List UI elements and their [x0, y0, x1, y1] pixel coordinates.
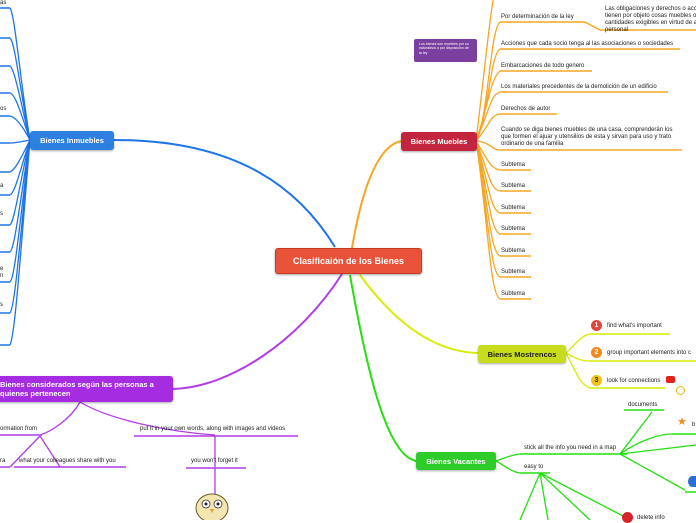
muebles-subtema-4[interactable]: Subtema	[501, 226, 526, 232]
delete-icon	[622, 512, 633, 523]
vacantes-underlines	[520, 409, 696, 493]
vacantes-connectors	[495, 411, 696, 520]
muebles-subtema-6[interactable]: Subtema	[501, 269, 526, 275]
muebles-subtema-2[interactable]: Subtema	[501, 183, 526, 189]
warning-icon	[676, 386, 685, 395]
muebles-subitem-obligaciones[interactable]: Las obligaciones y derechos o acciones q…	[605, 6, 696, 33]
muebles-item-materiales[interactable]: Los materiales precedentes de la demolic…	[501, 84, 657, 90]
globe-icon	[688, 476, 696, 487]
video-icon[interactable]	[666, 376, 675, 383]
personas-underlines	[0, 434, 298, 469]
inmuebles-cut-label-5[interactable]: e	[0, 266, 4, 272]
muebles-note: Los bienes son muebles por su naturaleza…	[414, 39, 477, 62]
inmuebles-cut-label-6[interactable]: n	[0, 273, 4, 279]
owl-illustration	[195, 493, 229, 520]
mostrencos-item-2[interactable]: group important elements into c	[607, 350, 692, 356]
inmuebles-underlines	[0, 7, 10, 346]
inmuebles-cut-label-2[interactable]: os	[0, 106, 7, 112]
connector-central-mostrencos	[359, 274, 479, 354]
muebles-connectors	[475, 0, 501, 300]
muebles-subtema-3[interactable]: Subtema	[501, 205, 526, 211]
mostrencos-underlines	[590, 333, 696, 389]
personas-item-information[interactable]: ormation from	[0, 426, 38, 432]
topic-bienes-muebles[interactable]: Bienes Muebles	[401, 132, 477, 151]
number-2-icon: 2	[591, 347, 602, 358]
muebles-subtema-7[interactable]: Subtema	[501, 291, 526, 297]
number-3-icon: 3	[591, 375, 602, 386]
central-topic[interactable]: Clasificaión de los Bienes	[275, 248, 422, 274]
mostrencos-connectors	[565, 333, 591, 389]
inmuebles-cut-label-1[interactable]: as	[0, 0, 7, 6]
personas-subitem-ra[interactable]: ra	[0, 458, 6, 464]
personas-connectors	[9, 401, 216, 494]
topic-bienes-mostrencos[interactable]: Bienes Mostrencos	[478, 345, 566, 363]
connector-central-inmuebles	[113, 139, 336, 248]
muebles-item-embarcaciones[interactable]: Embarcaciones de todo genero	[501, 63, 585, 69]
connector-central-personas	[171, 273, 343, 390]
personas-subitem-colleagues[interactable]: what your colleagues share with you	[19, 458, 116, 464]
topic-bienes-vacantes[interactable]: Bienes Vacantes	[416, 452, 496, 470]
vacantes-subitem-delete[interactable]: delete info	[637, 515, 665, 521]
vacantes-subitem-b[interactable]: b	[692, 422, 696, 428]
mostrencos-item-1[interactable]: find what's important	[607, 323, 662, 329]
topic-bienes-inmuebles[interactable]: Bienes Inmuebles	[30, 131, 114, 150]
inmuebles-connectors	[9, 7, 31, 346]
inmuebles-cut-label-3[interactable]: a	[0, 183, 4, 189]
vacantes-subitem-documents[interactable]: documents	[628, 402, 658, 408]
topic-bienes-personas[interactable]: Bienes considerados según las personas a…	[0, 376, 173, 402]
personas-subitem-wont-forget[interactable]: you won't forget it	[191, 458, 238, 464]
number-1-icon: 1	[591, 320, 602, 331]
muebles-underlines	[500, 21, 696, 300]
inmuebles-cut-label-7[interactable]: s	[0, 302, 3, 308]
muebles-item-ajuar[interactable]: Cuando se diga bienes muebles de una cas…	[501, 127, 673, 147]
muebles-subtema-1[interactable]: Subtema	[501, 162, 526, 168]
muebles-item-acciones[interactable]: Acciones que cada socio tenga al las aso…	[501, 41, 674, 47]
connector-central-muebles	[351, 140, 403, 249]
connector-central-vacantes	[349, 274, 417, 462]
inmuebles-cut-label-4[interactable]: s	[0, 211, 3, 217]
muebles-subtema-5[interactable]: Subtema	[501, 248, 526, 254]
vacantes-item-easy[interactable]: easy to	[524, 464, 544, 470]
muebles-item-derechos[interactable]: Derechos de autor	[501, 106, 551, 112]
mostrencos-item-3[interactable]: look for connections	[607, 378, 661, 384]
vacantes-item-stick[interactable]: stick all the info you need in a map	[524, 445, 617, 451]
muebles-item-ley[interactable]: Por determinación de la ley	[501, 14, 574, 20]
star-icon: ★	[677, 416, 687, 428]
personas-item-own-words[interactable]: put it in your own words, along with ima…	[140, 426, 286, 432]
